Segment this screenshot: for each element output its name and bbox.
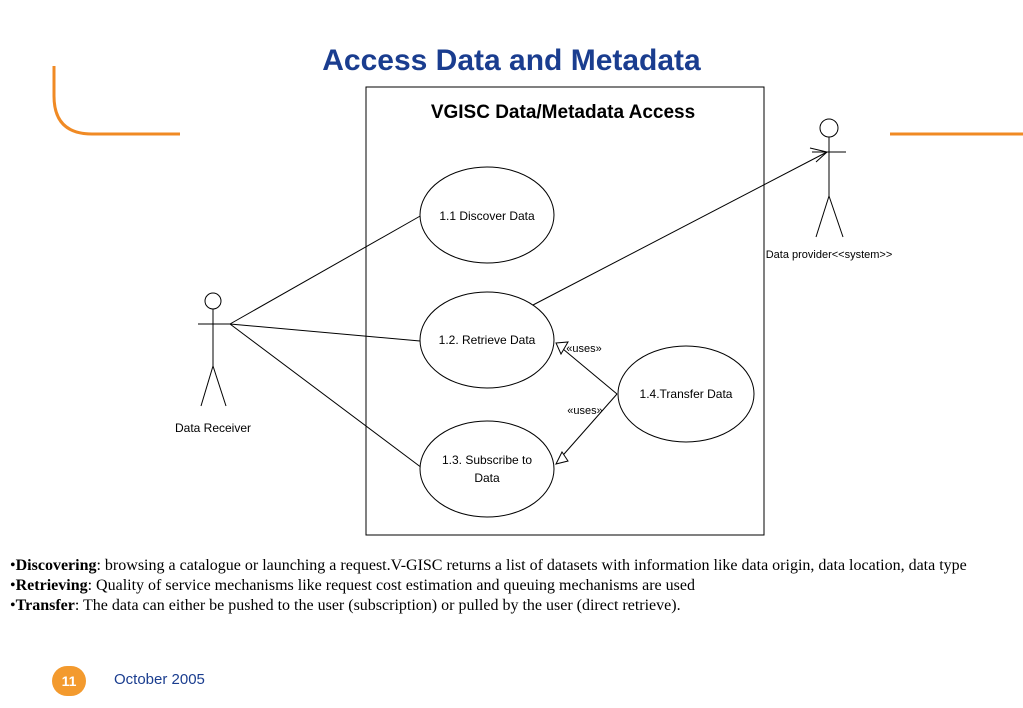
usecase-discover — [419, 166, 555, 264]
usecase-transfer — [617, 345, 755, 443]
uses-transfer-retrieve — [556, 343, 618, 395]
assoc-receiver-discover — [229, 214, 423, 325]
assoc-receiver-retrieve — [229, 323, 421, 342]
bullet-text: : browsing a catalogue or launching a re… — [96, 557, 967, 574]
uses-transfer-subscribe — [556, 393, 618, 463]
decorative-corner-left — [52, 66, 180, 136]
uses-label-bottom: «uses» — [567, 405, 602, 417]
association-lines — [229, 147, 829, 469]
actor-receiver-label: Data Receiver — [175, 421, 251, 435]
bullet-term: Transfer — [15, 597, 75, 614]
usecase-subscribe-label-1: 1.3. Subscribe to — [442, 453, 532, 467]
usecase-discover-label: 1.1 Discover Data — [439, 209, 535, 223]
bullet-term: Retrieving — [15, 577, 88, 594]
uses-arrow-retrieve — [555, 341, 569, 356]
page-number-badge: 11 — [52, 666, 86, 696]
usecase-subscribe — [419, 420, 555, 518]
assoc-receiver-subscribe — [229, 323, 423, 469]
bullet-discovering: •Discovering: browsing a catalogue or la… — [10, 557, 967, 574]
bullet-text: : Quality of service mechanisms like req… — [87, 577, 695, 594]
bullet-term: Discovering — [15, 557, 97, 574]
uses-arrow-subscribe — [555, 451, 569, 465]
usecase-retrieve — [419, 291, 555, 389]
usecase-retrieve-label: 1.2. Retrieve Data — [439, 333, 536, 347]
bullet-text: : The data can either be pushed to the u… — [74, 597, 681, 614]
bullet-list: •Discovering: browsing a catalogue or la… — [10, 556, 1015, 616]
actor-provider-label: Data provider<<system>> — [766, 249, 893, 261]
uses-label-top: «uses» — [566, 343, 601, 355]
usecase-subscribe-label-2: Data — [474, 471, 500, 485]
system-title: VGISC Data/Metadata Access — [431, 102, 695, 123]
actor-provider-icon — [812, 118, 846, 238]
footer-date: October 2005 — [114, 671, 205, 688]
usecase-transfer-label: 1.4.Transfer Data — [640, 387, 733, 401]
bullet-transfer: •Transfer: The data can either be pushed… — [10, 597, 681, 614]
actor-receiver-icon — [198, 292, 230, 407]
slide-title: Access Data and Metadata — [322, 44, 701, 77]
system-boundary — [365, 86, 765, 536]
assoc-retrieve-provider — [532, 151, 828, 306]
bullet-retrieving: •Retrieving: Quality of service mechanis… — [10, 577, 695, 594]
